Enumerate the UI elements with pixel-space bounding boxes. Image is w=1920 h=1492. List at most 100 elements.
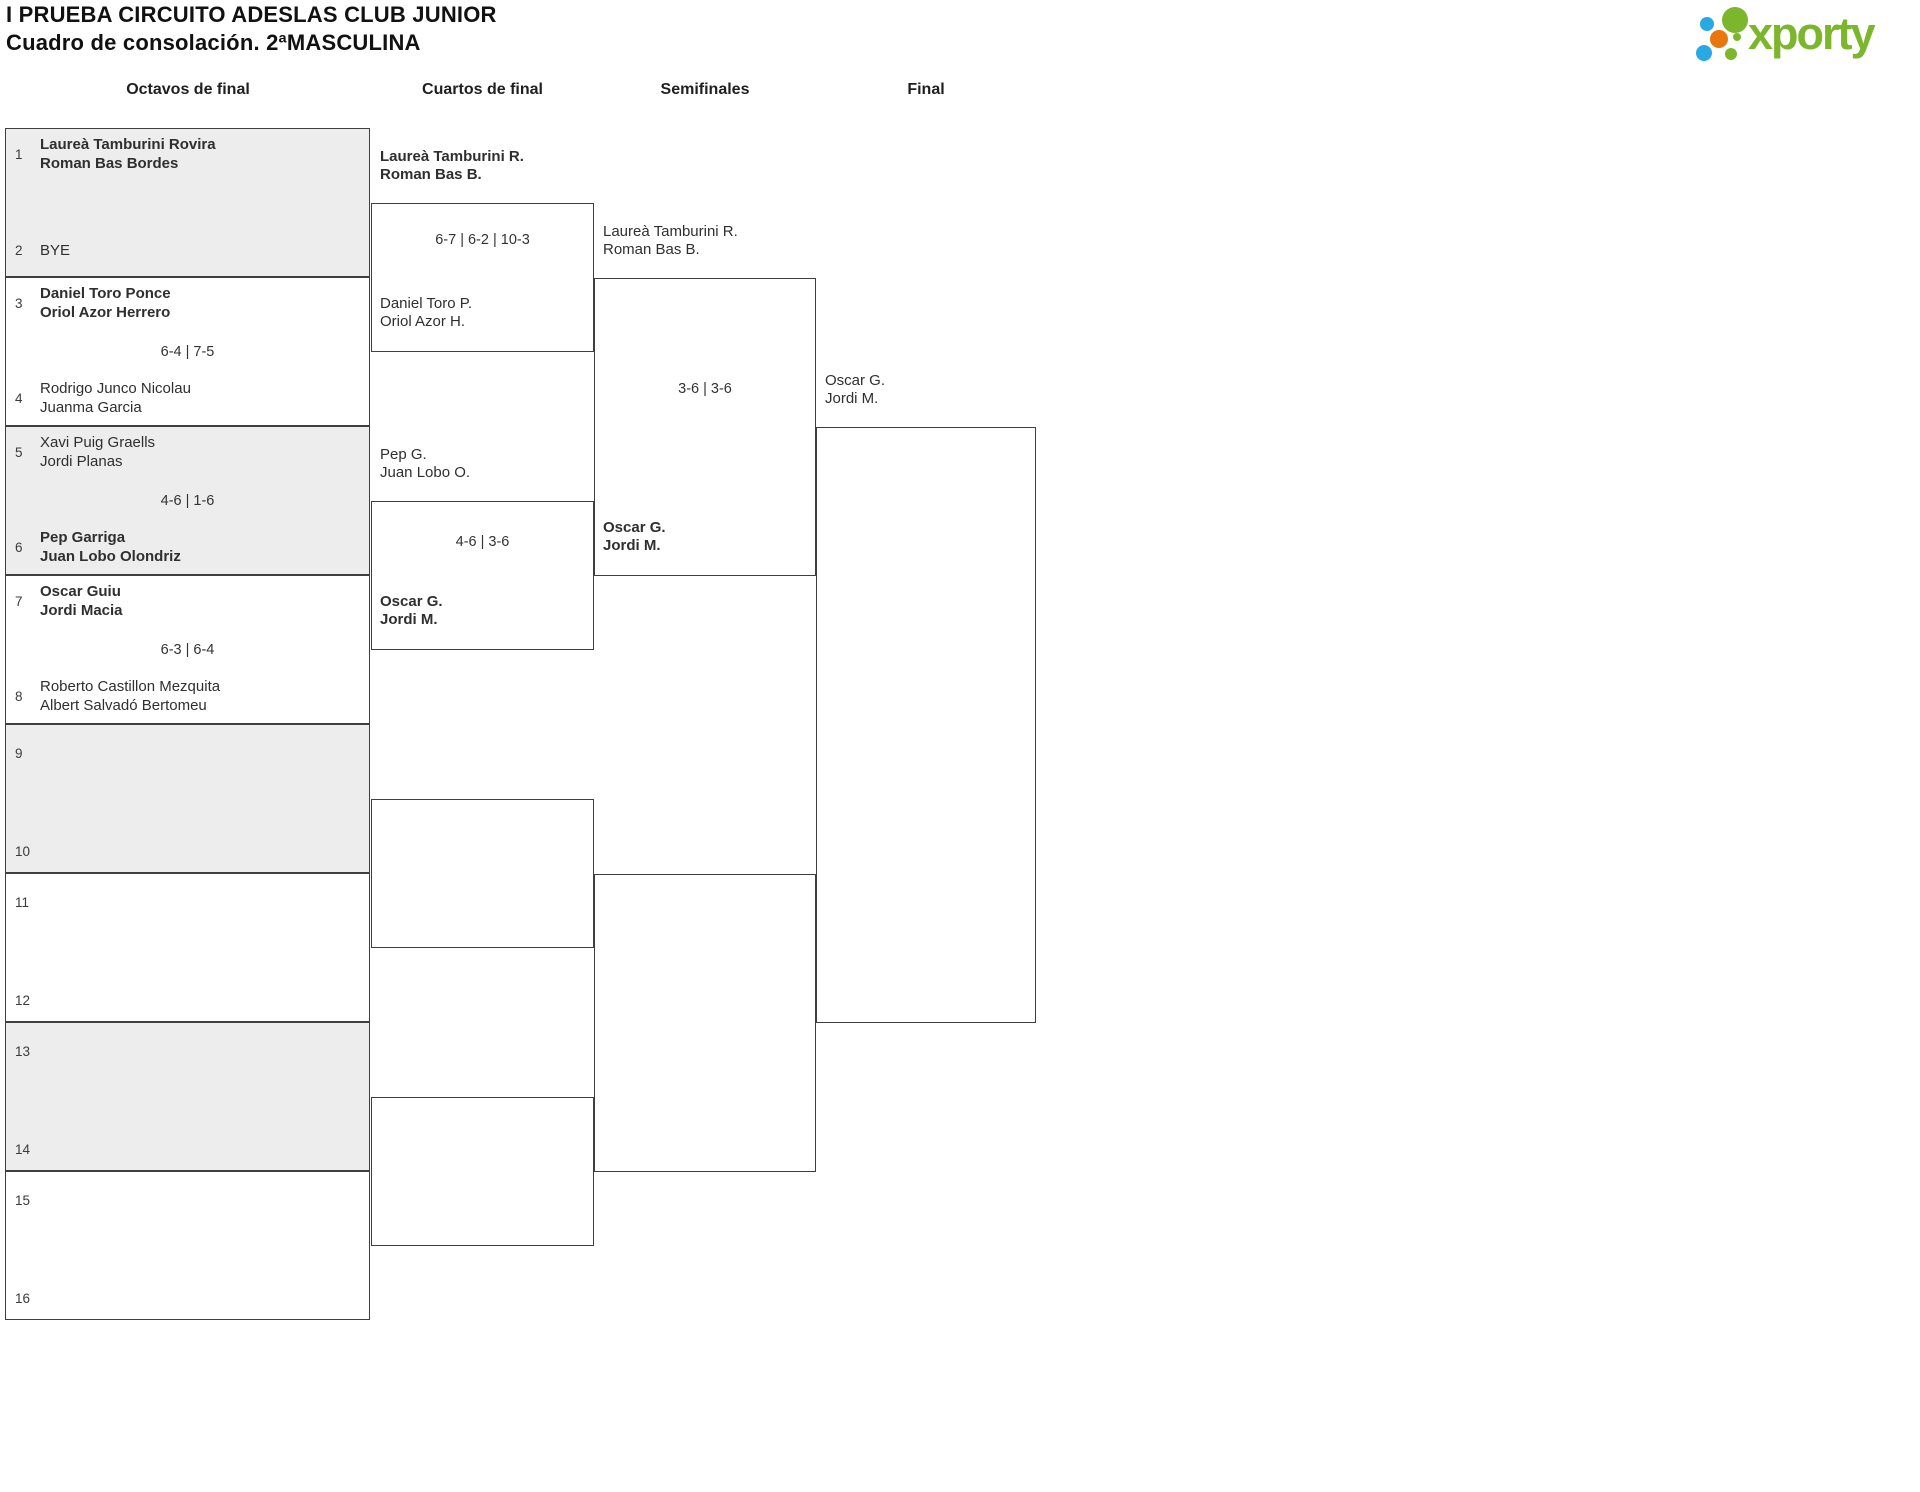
match-box-octavos-1: 1 Laureà Tamburini Rovira Roman Bas Bord…	[5, 128, 370, 277]
player-name: Juan Lobo O.	[380, 464, 471, 481]
seed-number: 11	[15, 895, 30, 910]
player-name: Jordi M.	[825, 390, 879, 407]
player-name: Daniel Toro Ponce	[40, 285, 171, 302]
team-name: Roberto Castillon Mezquita Albert Salvad…	[40, 677, 220, 715]
seed-number: 12	[15, 993, 31, 1008]
match-box-octavos-8: 15 16	[5, 1171, 370, 1320]
bye-label: BYE	[40, 242, 71, 259]
player-name: Albert Salvadó Bertomeu	[40, 697, 207, 714]
match-box-octavos-5: 9 10	[5, 724, 370, 873]
team-slot: 6 Pep Garriga Juan Lobo Olondriz	[15, 528, 363, 566]
team-name: Pep Garriga Juan Lobo Olondriz	[40, 528, 181, 566]
match-score: 6-3 | 6-4	[160, 641, 215, 658]
player-name: Laureà Tamburini R.	[380, 148, 524, 165]
seed-number: 1	[15, 146, 23, 162]
page-title: I PRUEBA CIRCUITO ADESLAS CLUB JUNIOR	[6, 2, 497, 27]
match-box-octavos-3: 5 Xavi Puig Graells Jordi Planas 4-6 | 1…	[5, 426, 370, 575]
player-name: Jordi M.	[380, 611, 438, 628]
logo-dot-blue-bottom	[1696, 45, 1712, 61]
participant-label-top: Laureà Tamburini R. Roman Bas B.	[380, 148, 524, 184]
team-slot: 4 Rodrigo Junco Nicolau Juanma Garcia	[15, 379, 363, 417]
team-slot: 16	[15, 1291, 363, 1306]
xporty-logo[interactable]: xporty	[1690, 2, 1916, 72]
player-name: Oscar G.	[825, 372, 886, 389]
player-name: Xavi Puig Graells	[40, 434, 156, 451]
player-name: Laureà Tamburini R.	[603, 223, 738, 240]
logo-dot-blue-top	[1700, 17, 1714, 31]
player-name: Roberto Castillon Mezquita	[40, 678, 221, 695]
team-slot: 12	[15, 993, 363, 1008]
team-slot: 3 Daniel Toro Ponce Oriol Azor Herrero	[15, 284, 363, 322]
match-box-cuartos-3	[371, 799, 594, 948]
team-slot: 9	[15, 746, 363, 761]
seed-number: 6	[15, 539, 23, 555]
player-name: Pep G.	[380, 446, 427, 463]
seed-number: 10	[15, 844, 31, 859]
seed-number: 9	[15, 746, 23, 761]
team-name: Daniel Toro Ponce Oriol Azor Herrero	[40, 284, 171, 322]
participant-label-top: Oscar G. Jordi M.	[825, 372, 885, 408]
seed-number: 13	[15, 1044, 31, 1059]
participant-label-top: Laureà Tamburini R. Roman Bas B.	[603, 223, 738, 259]
logo-dot-green-small	[1725, 48, 1737, 60]
player-name: Jordi M.	[603, 537, 661, 554]
round-header-octavos: Octavos de final	[126, 81, 250, 98]
match-box-octavos-7: 13 14	[5, 1022, 370, 1171]
round-header-cuartos: Cuartos de final	[422, 81, 543, 98]
participant-label-bottom: Oscar G. Jordi M.	[603, 519, 666, 555]
team-slot: 15	[15, 1193, 363, 1208]
match-box-semifinal-2	[594, 874, 816, 1172]
logo-wordmark: xporty	[1748, 8, 1876, 59]
match-score: 6-7 | 6-2 | 10-3	[435, 232, 530, 248]
player-name: Oscar Guiu	[40, 583, 121, 600]
seed-number: 2	[15, 243, 23, 258]
team-slot: 14	[15, 1142, 363, 1157]
match-score: 4-6 | 1-6	[160, 492, 215, 509]
logo-dot-orange	[1710, 30, 1728, 48]
seed-number: 16	[15, 1291, 31, 1306]
team-name: BYE	[40, 241, 70, 260]
seed-number: 3	[15, 295, 23, 311]
player-name: Jordi Planas	[40, 453, 123, 470]
match-score: 4-6 | 3-6	[455, 534, 510, 550]
logo-dot-green-tiny	[1733, 33, 1741, 41]
seed-number: 15	[15, 1193, 31, 1208]
match-score: 6-4 | 7-5	[160, 343, 215, 360]
team-slot: 13	[15, 1044, 363, 1059]
match-box-cuartos-2: Pep G. Juan Lobo O. 4-6 | 3-6 Oscar G. J…	[371, 446, 594, 650]
logo-dot-green-large	[1722, 7, 1748, 33]
page-subtitle: Cuadro de consolación. 2ªMASCULINA	[6, 30, 421, 55]
match-box-semifinal-1: Laureà Tamburini R. Roman Bas B. 3-6 | 3…	[594, 223, 816, 576]
seed-number: 14	[15, 1142, 31, 1157]
participant-label-bottom: Oscar G. Jordi M.	[380, 593, 443, 629]
team-name: Oscar Guiu Jordi Macia	[40, 582, 123, 620]
participant-label-bottom: Daniel Toro P. Oriol Azor H.	[380, 295, 472, 331]
match-box-final: Oscar G. Jordi M.	[816, 372, 1036, 1023]
seed-number: 4	[15, 390, 23, 406]
player-name: Juanma Garcia	[40, 399, 142, 416]
team-name: Xavi Puig Graells Jordi Planas	[40, 433, 155, 471]
seed-number: 8	[15, 688, 23, 704]
player-name: Rodrigo Junco Nicolau	[40, 380, 191, 397]
team-slot: 5 Xavi Puig Graells Jordi Planas	[15, 433, 363, 471]
match-box-octavos-2: 3 Daniel Toro Ponce Oriol Azor Herrero 6…	[5, 277, 370, 426]
player-name: Roman Bas B.	[603, 241, 700, 258]
seed-number: 5	[15, 444, 23, 460]
player-name: Oscar G.	[603, 519, 666, 536]
player-name: Pep Garriga	[40, 529, 126, 546]
team-slot: 2 BYE	[15, 241, 363, 260]
player-name: Jordi Macia	[40, 602, 123, 619]
player-name: Roman Bas B.	[380, 166, 482, 183]
team-name: Rodrigo Junco Nicolau Juanma Garcia	[40, 379, 191, 417]
match-box-cuartos-1: Laureà Tamburini R. Roman Bas B. 6-7 | 6…	[371, 148, 594, 352]
team-slot: 7 Oscar Guiu Jordi Macia	[15, 582, 363, 620]
round-header-semifinales: Semifinales	[660, 81, 750, 98]
match-box-cuartos-4	[371, 1097, 594, 1246]
match-box-octavos-6: 11 12	[5, 873, 370, 1022]
player-name: Oriol Azor H.	[380, 313, 466, 330]
match-box-octavos-4: 7 Oscar Guiu Jordi Macia 6-3 | 6-4 8 Rob…	[5, 575, 370, 724]
round-header-final: Final	[907, 81, 945, 98]
player-name: Juan Lobo Olondriz	[40, 548, 181, 565]
team-slot: 8 Roberto Castillon Mezquita Albert Salv…	[15, 677, 363, 715]
